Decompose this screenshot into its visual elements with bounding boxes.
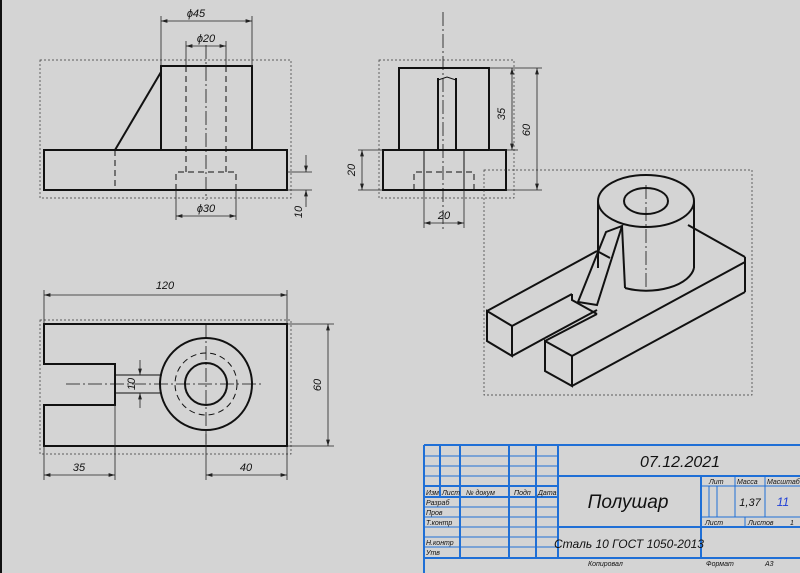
iso-base-back-right [687,224,746,258]
iso-slot-back [571,294,598,315]
tb-col-date: Дата [537,490,557,497]
front-rib-line [114,71,162,151]
side-view[interactable]: 35 60 20 20 [346,12,542,230]
dim-text-w120: 120 [156,280,175,292]
tb-format-label: Формат [706,561,734,568]
tb-sheets-label: Листов [747,520,774,527]
front-base-outline [43,149,288,191]
tb-copied: Копировал [588,561,623,568]
iso-base-back-left [486,250,598,312]
tb-col-sign: Подп [514,489,531,497]
iso-right-prong-bottom-edge [571,291,746,387]
dim-text-h10: 10 [293,205,305,218]
tb-row-prov: Пров [426,510,443,517]
dim-text-d30: ϕ30 [197,203,216,215]
iso-slot-inner [544,309,598,339]
side-rib-top [437,76,457,81]
dim-text-w40: 40 [240,462,253,474]
side-base-outline [382,149,507,191]
tb-col-doc: № докум [466,489,495,497]
tb-material: Сталь 10 ГОСТ 1050-2013 [554,537,704,551]
tb-lit-label: Лит [708,479,724,486]
dim-text-d45: ϕ45 [187,8,206,20]
iso-base-back-mid [596,250,611,259]
tb-mass-value: 1,37 [739,497,761,509]
tb-date: 07.12.2021 [640,454,720,471]
side-view-selection-box [378,59,515,199]
tb-row-tkontr: Т.контр [426,520,452,527]
tb-col-list: Лист [441,490,460,497]
isometric-view[interactable] [483,169,753,396]
dim-text-w20: 20 [437,210,451,222]
tb-mass-label: Масса [737,479,758,486]
tb-format-value: А3 [764,561,774,568]
title-block[interactable]: Изм Лист № докум Подп Дата Разраб Пров Т… [423,444,800,573]
plan-outline [43,323,288,447]
tb-sheet-label: Лист [704,520,723,527]
tb-scale-value: 11 [777,495,789,509]
side-hidden-counterbore [413,171,475,190]
iso-cylinder-bottom [624,267,695,292]
dim-text-h35: 35 [496,107,508,120]
plan-view[interactable]: 120 35 40 60 10 [39,280,334,480]
iso-view-selection-box [483,169,753,396]
iso-right-prong-top-edge [571,261,746,357]
dim-text-h60-plan: 60 [312,378,324,391]
dim-text-w35: 35 [73,462,86,474]
plan-view-selection-box [39,319,292,455]
iso-rib [576,224,624,307]
iso-slot-top [544,313,598,342]
side-cylinder-outline [398,67,490,150]
dim-text-h60-side: 60 [521,123,533,136]
tb-row-nkontr: Н.контр [426,540,454,547]
iso-rib-edge [621,225,626,289]
iso-left-prong-front [486,309,513,358]
dim-text-h20: 20 [346,163,358,177]
dim-text-d20: ϕ20 [197,33,216,45]
tb-row-razrab: Разраб [426,499,450,507]
tb-part-name: Полушар [588,492,669,513]
iso-left-prong-top-edge [511,293,573,327]
tb-row-utv: Утв [425,550,440,557]
tb-sheets-value: 1 [790,520,794,527]
dim-text-slot10: 10 [126,377,138,390]
front-cylinder-outline [160,65,253,150]
front-view[interactable]: ϕ45 ϕ20 ϕ30 10 [39,8,312,220]
iso-left-prong-bottom-edge [511,337,546,357]
tb-scale-label: Масштаб [767,478,800,486]
tb-col-izm: Изм [426,490,439,497]
front-view-selection-box [39,59,292,199]
iso-right-prong-front [544,339,573,388]
